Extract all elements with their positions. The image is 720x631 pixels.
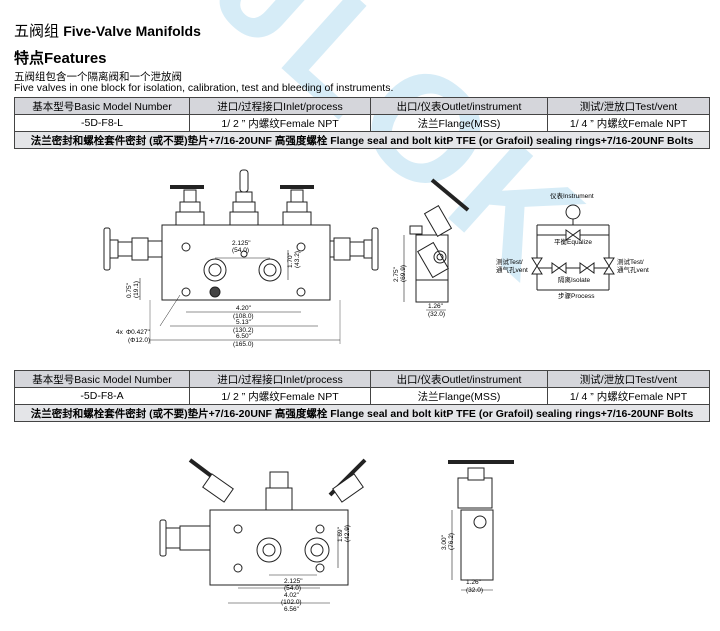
dim-126-mm: (32.0)	[428, 311, 445, 318]
manifold-block	[161, 224, 331, 301]
dim-126-mm: (32.0)	[466, 587, 483, 594]
col-outlet: 出口/仪表Outlet/instrument	[370, 370, 548, 388]
dim-170-mm: (43.2)	[294, 251, 301, 268]
left-handwheel	[103, 227, 111, 271]
hole-dia: Φ0.427"	[126, 329, 150, 336]
col-inlet: 进口/过程接口Inlet/process	[189, 370, 371, 388]
dim-300: 3.00"	[441, 534, 448, 550]
valve-schematic	[531, 204, 615, 291]
cell-model: -5D-F8-L	[14, 114, 190, 132]
dim-2125: 2.125"	[232, 240, 251, 247]
dim-650-mm: (165.0)	[233, 341, 254, 348]
dim-513-mm: (130.2)	[233, 327, 254, 334]
dim-420-mm: (108.0)	[233, 313, 254, 320]
cell-model: -5D-F8-A	[14, 387, 190, 405]
dim-300-mm: (76.2)	[448, 533, 455, 550]
title-en: Five-Valve Manifolds	[63, 23, 201, 39]
table-row-bolts: 法兰密封和螺栓套件密封 (或不要)垫片+7/16-20UNF 高强度螺栓 Fla…	[14, 404, 710, 422]
features-desc-cn: 五阀组包含一个隔离阀和一个泄放阀	[14, 71, 182, 83]
cell-inlet: 1/ 2 ” 内螺纹Female NPT	[189, 114, 371, 132]
schem-vent-l: 通气孔vent	[496, 265, 528, 274]
right-handwheel	[371, 227, 379, 271]
schem-process: 步骤Process	[558, 291, 595, 300]
dim-075: 0.75"	[126, 282, 133, 298]
table-row: -5D-F8-A 1/ 2 ” 内螺纹Female NPT 法兰Flange(M…	[14, 387, 710, 405]
table-row: -5D-F8-L 1/ 2 ” 内螺纹Female NPT 法兰Flange(M…	[14, 114, 710, 132]
angled-valve-right	[328, 458, 367, 503]
cell-bolts: 法兰密封和螺栓套件密封 (或不要)垫片+7/16-20UNF 高强度螺栓 Fla…	[14, 131, 710, 149]
table-header-row: 基本型号Basic Model Number 进口/过程接口Inlet/proc…	[14, 97, 710, 115]
dim-650: 6.50"	[236, 333, 252, 340]
cell-outlet: 法兰Flange(MSS)	[370, 114, 548, 132]
side-view	[448, 460, 514, 591]
cell-outlet: 法兰Flange(MSS)	[370, 387, 548, 405]
col-model: 基本型号Basic Model Number	[14, 97, 190, 115]
drawing-5d-f8-l: 2.125" (54.0) 1.70" (43.2) 0.75" (19.1) …	[103, 169, 649, 348]
schem-test-r: 测试Test/	[617, 257, 644, 266]
hole-count: 4x	[116, 329, 124, 336]
top-valve-right	[280, 185, 314, 226]
cell-test: 1/ 4 ” 内螺纹Female NPT	[547, 387, 710, 405]
cell-bolts: 法兰密封和螺栓套件密封 (或不要)垫片+7/16-20UNF 高强度螺栓 Fla…	[14, 404, 710, 422]
side-view	[403, 178, 470, 311]
dim-275-mm: (69.9)	[400, 265, 407, 282]
dim-2125: 2.125"	[284, 578, 303, 585]
table-header-row: 基本型号Basic Model Number 进口/过程接口Inlet/proc…	[14, 370, 710, 388]
top-valve-left	[170, 185, 205, 226]
dim-275: 2.75"	[393, 266, 400, 282]
dim-169-mm: (42.9)	[344, 525, 351, 542]
dim-126: 1.26"	[466, 579, 482, 586]
dim-402-mm: (102.0)	[281, 599, 302, 606]
hole-dia-mm: (Φ12.0)	[128, 337, 150, 344]
schem-isolate: 隔离Isolate	[558, 275, 591, 284]
schem-test-l: 测试Test/	[496, 257, 523, 266]
col-inlet: 进口/过程接口Inlet/process	[189, 97, 371, 115]
col-model: 基本型号Basic Model Number	[14, 370, 190, 388]
dim-402: 4.02"	[284, 592, 300, 599]
dim-2125-mm: (54.0)	[232, 247, 249, 254]
col-test: 测试/泄放口Test/vent	[547, 97, 710, 115]
schem-vent-r: 通气孔vent	[617, 265, 649, 274]
spec-table-1: 基本型号Basic Model Number 进口/过程接口Inlet/proc…	[14, 97, 710, 149]
schem-equalize: 平衡Equalize	[554, 237, 592, 246]
angled-valve-left	[188, 458, 234, 503]
col-outlet: 出口/仪表Outlet/instrument	[370, 97, 548, 115]
features-desc-en: Five valves in one block for isolation, …	[14, 82, 394, 94]
dim-169: 1.69"	[337, 526, 344, 542]
drawing-5d-f8-a: 1.69" (42.9) 3.00" (76.2) 2.125" (54.0) …	[159, 458, 514, 613]
cell-inlet: 1/ 2 ” 内螺纹Female NPT	[189, 387, 371, 405]
col-test: 测试/泄放口Test/vent	[547, 370, 710, 388]
dim-513: 5.13"	[236, 319, 252, 326]
spec-table-2: 基本型号Basic Model Number 进口/过程接口Inlet/proc…	[14, 370, 710, 422]
dim-170: 1.70"	[287, 252, 294, 268]
dim-075-mm: (19.1)	[133, 281, 140, 298]
dim-126: 1.26"	[428, 303, 444, 310]
dim-656: 6.56"	[284, 606, 300, 613]
schem-instrument: 仪表Instrument	[550, 191, 594, 200]
cell-test: 1/ 4 ” 内螺纹Female NPT	[547, 114, 710, 132]
title-cn: 五阀组	[14, 23, 60, 40]
dim-2125-mm: (54.0)	[284, 585, 301, 592]
dim-420: 4.20"	[236, 305, 252, 312]
features-title: 特点Features	[14, 50, 107, 67]
table-row-bolts: 法兰密封和螺栓套件密封 (或不要)垫片+7/16-20UNF 高强度螺栓 Fla…	[14, 131, 710, 149]
page-title: 五阀组 Five-Valve Manifolds	[14, 20, 201, 41]
top-valve-mid	[229, 169, 259, 226]
top-valve-mid	[265, 471, 293, 511]
